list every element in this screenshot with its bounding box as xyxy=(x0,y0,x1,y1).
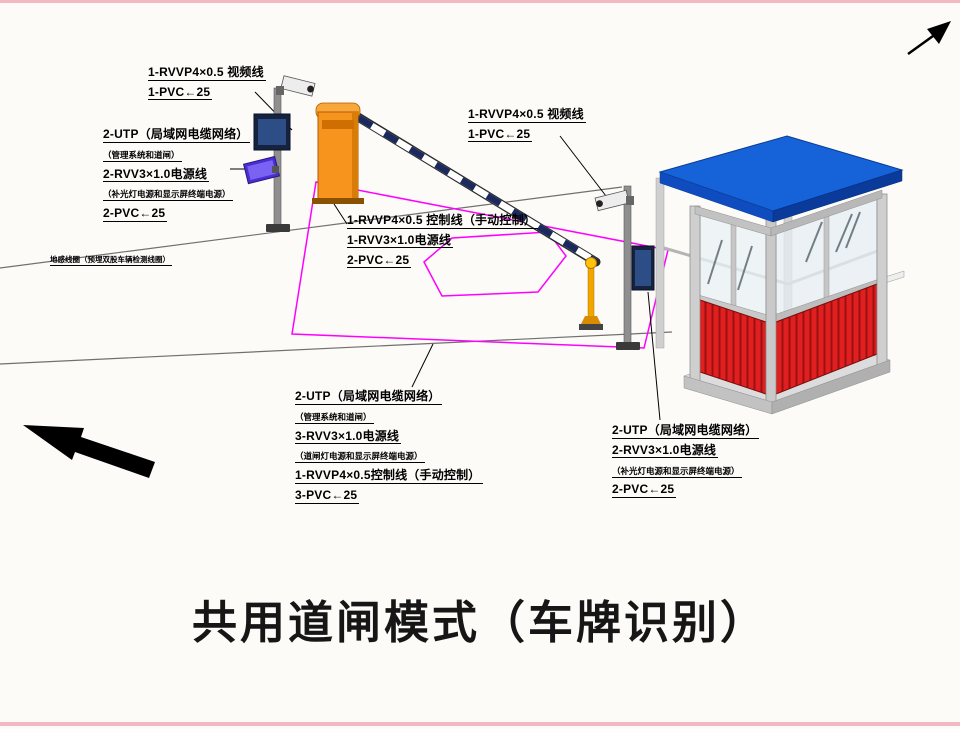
junction-box-icon xyxy=(631,245,655,291)
cable-note-line: （补光灯电源和显示屏终端电源） xyxy=(103,189,233,202)
barrier-gate xyxy=(312,102,603,330)
pole-base xyxy=(616,342,640,350)
direction-arrow-icon xyxy=(23,425,155,478)
cable-spec-line: 2-PVC←25 xyxy=(103,206,168,222)
cable-spec-line: 2-UTP（局域网电缆网络） xyxy=(103,127,251,143)
leader-lines xyxy=(230,91,661,421)
cable-spec-line: 2-PVC←25 xyxy=(347,252,412,269)
lpr-camera-icon xyxy=(280,75,316,97)
cable-spec-line: 2-PVC←25 xyxy=(612,482,677,498)
north-arrow-icon xyxy=(907,21,951,56)
lane-area-outline xyxy=(291,181,669,349)
label-booth-cables: 2-UTP（局域网电缆网络） 2-RVV3×1.0电源线 （补光灯电源和显示屏终… xyxy=(612,422,760,501)
page-edge-artifact xyxy=(0,0,960,3)
page-edge-artifact xyxy=(0,722,960,726)
cable-spec-line: 2-UTP（局域网电缆网络） xyxy=(612,423,760,439)
cable-note-line: （道闸灯电源和显示屏终端电源） xyxy=(295,451,425,464)
cable-spec-line: 1-RVVP4×0.5 视频线 xyxy=(148,65,266,81)
pole-base xyxy=(266,224,290,232)
road-lines xyxy=(0,186,673,365)
display-screen-icon xyxy=(253,113,291,151)
cable-spec-line: 1-RVVP4×0.5 视频线 xyxy=(468,107,586,123)
cable-spec-line: 2-RVV3×1.0电源线 xyxy=(103,166,210,183)
cable-spec-line: 2-RVV3×1.0电源线 xyxy=(612,442,719,459)
cable-note-line: （管理系统和道闸） xyxy=(295,411,374,424)
cable-spec-line: 1-RVVP4×0.5控制线（手动控制） xyxy=(295,468,483,484)
cable-note-line: 地感线圈（预埋双股车辆检测线圈） xyxy=(50,255,172,266)
label-bottom-cables: 2-UTP（局域网电缆网络） （管理系统和道闸） 3-RVV3×1.0电源线 （… xyxy=(295,388,483,507)
cable-spec-line: 1-PVC←25 xyxy=(468,126,533,143)
flood-light-icon xyxy=(242,155,281,185)
ground-loop-outline xyxy=(423,231,567,297)
guard-booth xyxy=(655,135,905,415)
cable-spec-line: 3-RVV3×1.0电源线 xyxy=(295,428,402,445)
label-left-camera-cables: 1-RVVP4×0.5 视频线 1-PVC←25 xyxy=(148,64,266,104)
cable-note-line: （补光灯电源和显示屏终端电源） xyxy=(612,465,742,478)
cable-spec-line: 3-PVC←25 xyxy=(295,487,360,504)
cable-note-line: （管理系统和道闸） xyxy=(103,149,182,162)
glass-reflections xyxy=(707,211,861,291)
camera-pole-right xyxy=(594,185,655,350)
label-left-network-cables: 2-UTP（局域网电缆网络） （管理系统和道闸） 2-RVV3×1.0电源线 （… xyxy=(103,126,251,225)
label-right-camera-cables: 1-RVVP4×0.5 视频线 1-PVC←25 xyxy=(468,106,586,146)
cable-spec-line: 2-UTP（局域网电缆网络） xyxy=(295,389,443,405)
diagram-title: 共用道闸模式（车牌识别） xyxy=(191,597,768,648)
label-barrier-cables: 1-RVVP4×0.5 控制线（手动控制） 1-RVV3×1.0电源线 2-PV… xyxy=(347,212,539,271)
camera-pole-left xyxy=(242,75,316,232)
arm-rest-pole xyxy=(579,257,603,330)
cable-spec-line: 1-RVV3×1.0电源线 xyxy=(347,232,454,249)
label-ground-loop: 地感线圈（预埋双股车辆检测线圈） xyxy=(50,250,172,270)
cable-spec-line: 1-RVVP4×0.5 控制线（手动控制） xyxy=(347,213,539,229)
cable-spec-line: 1-PVC←25 xyxy=(148,84,213,101)
